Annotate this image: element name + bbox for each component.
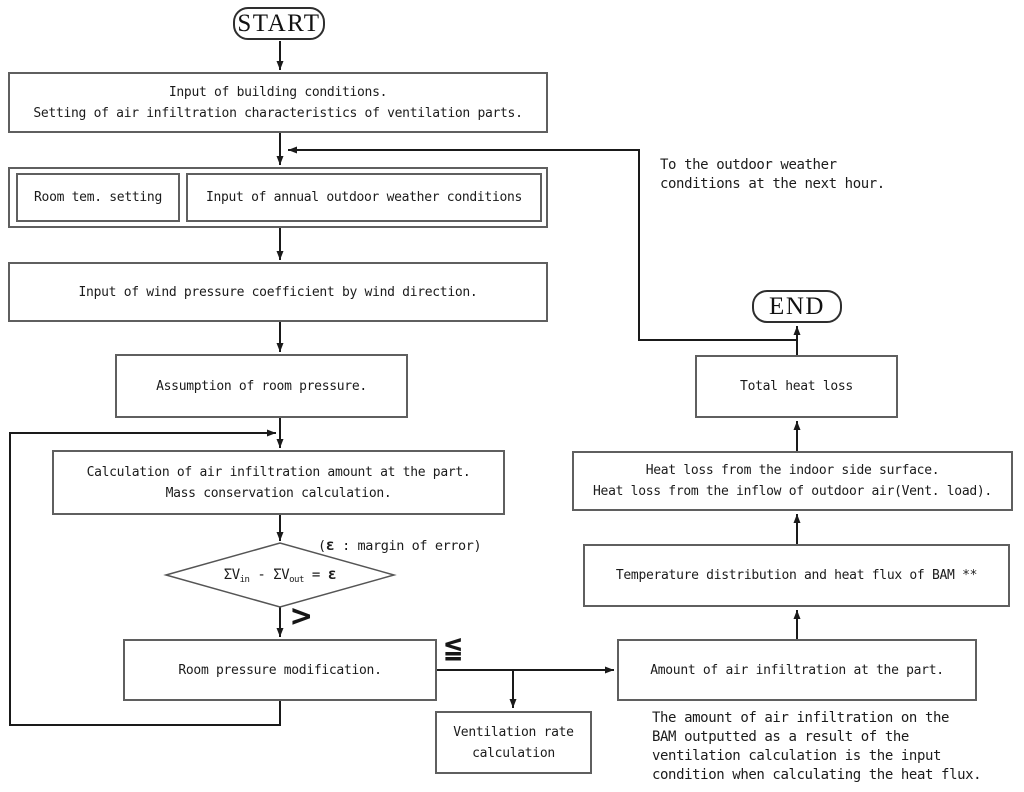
loop-next-hour-feedback [288, 146, 797, 341]
node-ventilation-rate: Ventilation rate calculation [435, 711, 592, 774]
node-annual-weather-label: Input of annual outdoor weather conditio… [205, 190, 523, 205]
epsilon-note-open: ( [318, 538, 326, 554]
formula-epsilon: ε [327, 565, 337, 583]
node-input-building-line2: Setting of air infiltration characterist… [33, 105, 523, 121]
epsilon-note: (ε : margin of error) [318, 536, 482, 554]
node-wind-pressure: Input of wind pressure coefficient by wi… [8, 262, 548, 322]
node-temperature-distribution: Temperature distribution and heat flux o… [583, 544, 1010, 607]
node-weather-group [8, 167, 548, 228]
epsilon-note-rest: : margin of error) [334, 538, 482, 554]
next-hour-note-line2: conditions at the next hour. [660, 176, 885, 192]
node-room-temp-setting-label: Room tem. setting [34, 190, 162, 205]
greater-than-label: > [291, 597, 312, 635]
less-equal-label: ≦ [444, 630, 463, 665]
formula-sigma-v1: ΣV [223, 567, 240, 583]
formula-equals: = [303, 567, 328, 583]
node-room-pressure-modification-label: Room pressure modification. [178, 662, 382, 678]
node-heat-loss: Heat loss from the indoor side surface. … [572, 451, 1013, 511]
node-temperature-distribution-label: Temperature distribution and heat flux o… [615, 568, 978, 583]
node-infiltration-amount: Amount of air infiltration at the part. [617, 639, 977, 701]
node-infiltration-calc-line2: Mass conservation calculation. [165, 485, 392, 501]
node-room-temp-setting: Room tem. setting [16, 173, 180, 222]
node-room-pressure-modification: Room pressure modification. [123, 639, 437, 701]
bam-note-line2: BAM outputted as a result of the [652, 729, 909, 745]
bam-note-line3: ventilation calculation is the input [652, 748, 942, 764]
next-hour-note-line1: To the outdoor weather [660, 157, 837, 173]
decision-diamond [163, 542, 397, 608]
formula-sigma-v2: ΣV [273, 567, 290, 583]
formula-minus: - [249, 567, 274, 583]
next-hour-note: To the outdoor weather conditions at the… [660, 156, 885, 194]
node-total-heat-loss-label: Total heat loss [740, 379, 853, 394]
epsilon-note-symbol: ε [325, 536, 335, 554]
bam-note: The amount of air infiltration on the BA… [652, 709, 982, 785]
node-ventilation-rate-line2: calculation [472, 745, 555, 761]
node-total-heat-loss: Total heat loss [695, 355, 898, 418]
node-heat-loss-line2: Heat loss from the inflow of outdoor air… [593, 484, 992, 499]
node-input-building: Input of building conditions. Setting of… [8, 72, 548, 133]
bam-note-line4: condition when calculating the heat flux… [652, 767, 982, 783]
terminal-end: END [752, 290, 842, 323]
node-infiltration-calc-line1: Calculation of air infiltration amount a… [86, 464, 471, 480]
terminal-start: START [233, 7, 325, 40]
node-heat-loss-line1: Heat loss from the indoor side surface. [645, 463, 940, 478]
bam-note-line1: The amount of air infiltration on the [652, 710, 950, 726]
node-input-building-line1: Input of building conditions. [168, 84, 388, 100]
node-annual-weather: Input of annual outdoor weather conditio… [186, 173, 542, 222]
node-wind-pressure-label: Input of wind pressure coefficient by wi… [78, 284, 478, 300]
node-ventilation-rate-line1: Ventilation rate [453, 724, 574, 740]
node-room-pressure-assumption: Assumption of room pressure. [115, 354, 408, 418]
terminal-end-label: END [769, 292, 825, 320]
terminal-start-label: START [237, 9, 321, 37]
loop-modification-to-calc [9, 429, 281, 726]
decision-formula: ΣVin - ΣVout = ε [170, 565, 390, 585]
node-infiltration-calc: Calculation of air infiltration amount a… [52, 450, 505, 515]
formula-sub-in: in [239, 575, 250, 585]
node-infiltration-amount-label: Amount of air infiltration at the part. [650, 662, 944, 678]
node-room-pressure-assumption-label: Assumption of room pressure. [156, 378, 367, 394]
formula-sub-out: out [289, 575, 304, 585]
